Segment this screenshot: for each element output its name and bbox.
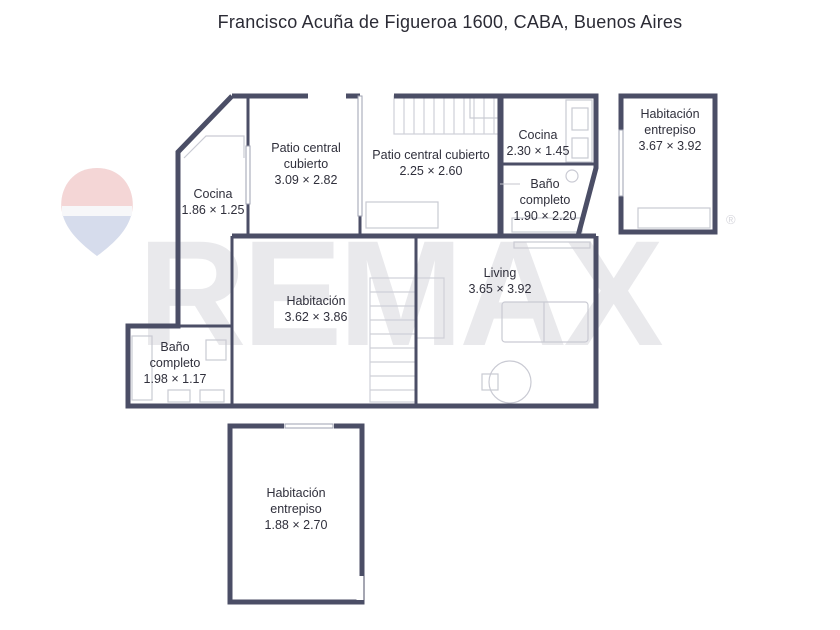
- room-name-hab-right-line2: entrepiso: [644, 123, 695, 137]
- toilet-left-icon: [167, 389, 191, 403]
- room-name-cocina-right: Cocina: [519, 128, 558, 142]
- room-name-bano-left-line2: completo: [150, 356, 201, 370]
- room-dims-bano-left: 1.98 × 1.17: [144, 372, 207, 386]
- room-dims-habitacion: 3.62 × 3.86: [285, 310, 348, 324]
- room-name-patio-1-line2: cubierto: [284, 157, 329, 171]
- room-name-bano-right-line2: completo: [520, 193, 571, 207]
- room-name-habitacion: Habitación: [286, 294, 345, 308]
- sink-left-icon: [199, 389, 225, 403]
- room-dims-hab-bottom: 1.88 × 2.70: [265, 518, 328, 532]
- window-patio-divider: [357, 95, 363, 217]
- room-dims-cocina-right: 2.30 × 1.45: [507, 144, 570, 158]
- kitchen-sink-icon: [571, 107, 589, 131]
- tv-console: [513, 241, 591, 249]
- room-dims-bano-right: 1.90 × 2.20: [514, 209, 577, 223]
- remax-balloon-icon: [61, 168, 133, 256]
- openings: [245, 92, 624, 600]
- room-dims-patio-2: 2.25 × 2.60: [400, 164, 463, 178]
- room-dims-patio-1: 3.09 × 2.82: [275, 173, 338, 187]
- room-name-cocina-left: Cocina: [194, 187, 233, 201]
- room-name-bano-right-line1: Baño: [530, 177, 559, 191]
- stove-icon: [571, 137, 589, 159]
- chair-icon: [481, 373, 499, 391]
- room-name-patio-2: Patio central cubierto: [372, 148, 489, 162]
- bed-right: [637, 207, 711, 229]
- window-hab-right: [618, 129, 624, 197]
- patio-bench: [365, 201, 439, 229]
- room-name-hab-right-line1: Habitación: [640, 107, 699, 121]
- kitchen-counter-right: [565, 99, 593, 163]
- toilet-right-icon: [565, 169, 579, 183]
- room-dims-hab-right: 3.67 × 3.92: [639, 139, 702, 153]
- dining-table: [488, 360, 532, 404]
- plan-title: Francisco Acuña de Figueroa 1600, CABA, …: [217, 12, 683, 32]
- room-dims-living: 3.65 × 3.92: [469, 282, 532, 296]
- shower-left: [205, 339, 227, 361]
- room-name-bano-left-line1: Baño: [160, 340, 189, 354]
- staircase-top: [393, 95, 501, 135]
- room-name-hab-bottom-line2: entrepiso: [270, 502, 321, 516]
- room-labels: Cocina 1.86 × 1.25 Patio central cubiert…: [144, 107, 702, 532]
- room-name-patio-1-line1: Patio central: [271, 141, 340, 155]
- registered-mark: ®: [726, 212, 736, 227]
- room-name-living: Living: [484, 266, 517, 280]
- room-name-hab-bottom-line1: Habitación: [266, 486, 325, 500]
- sofa: [501, 301, 589, 343]
- kitchen-counter-left: [183, 135, 245, 159]
- room-dims-cocina-left: 1.86 × 1.25: [182, 203, 245, 217]
- window-bottom: [284, 423, 334, 429]
- window-patio-left: [245, 145, 251, 205]
- bathtub-left: [131, 335, 153, 401]
